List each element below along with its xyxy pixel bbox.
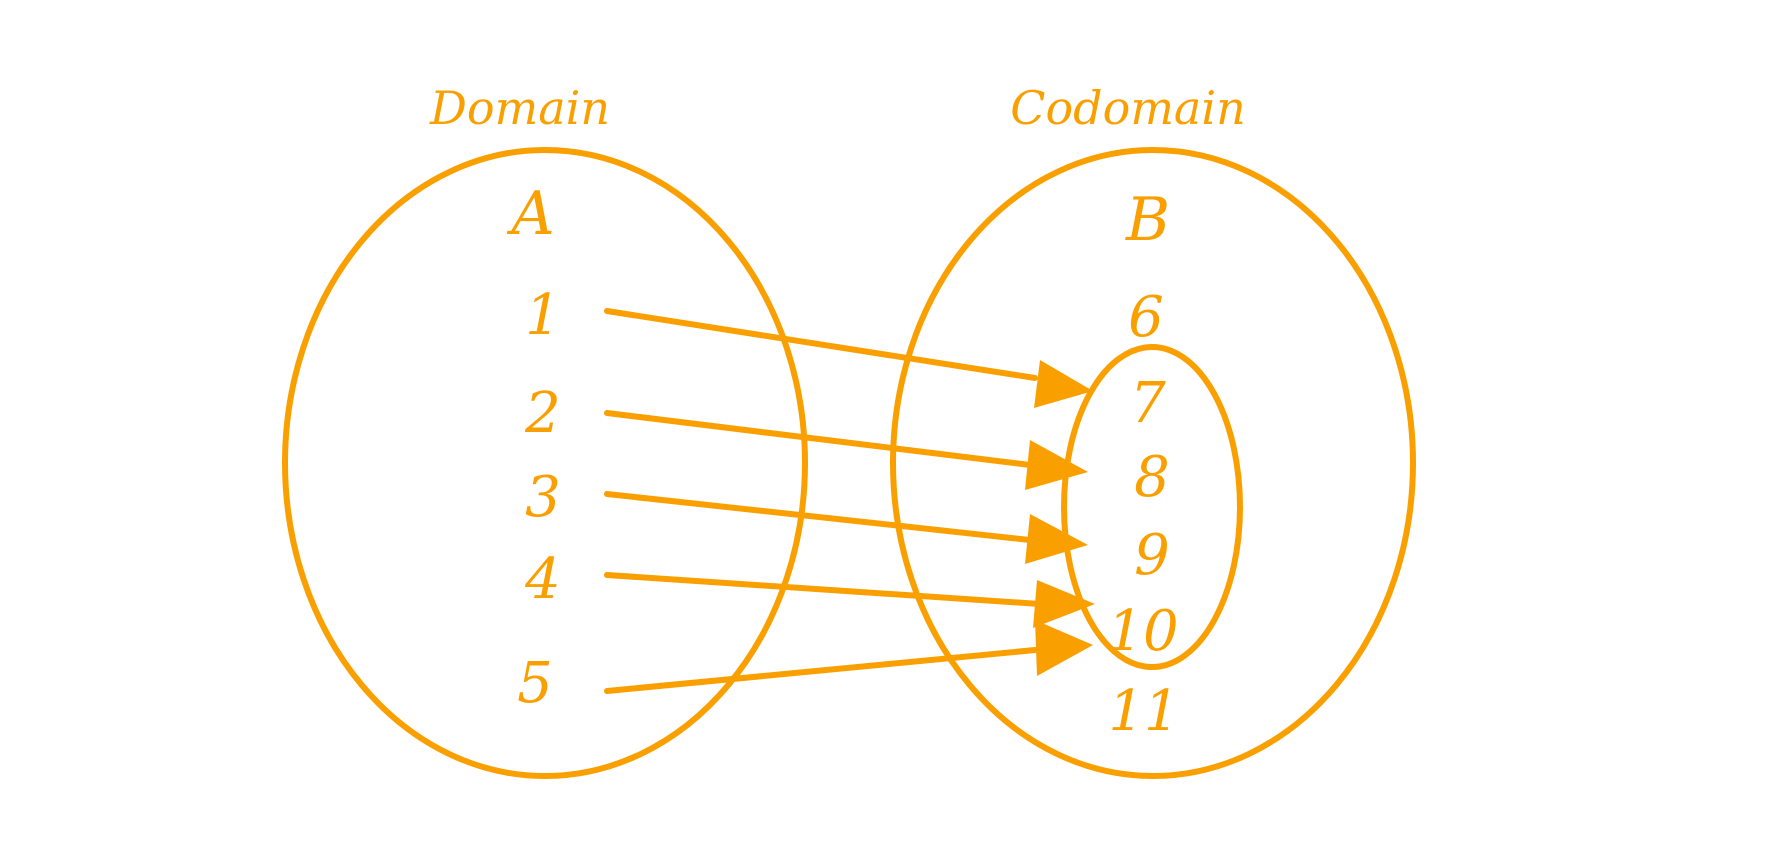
codomain-title: Codomain [1010,81,1245,135]
range-ellipse [1061,344,1243,670]
codomain-element: 6 [1128,285,1164,350]
codomain-element: 9 [1134,523,1170,588]
mapping-arrow [604,620,1093,694]
codomain-element: 11 [1108,679,1179,744]
domain-ellipse [282,147,808,779]
arrow-head [1033,580,1095,628]
arrow-head [1025,514,1088,564]
mapping-arrow [604,572,1095,628]
domain-element: 2 [524,381,561,446]
domain-element: 4 [524,547,561,612]
mapping-arrow [604,410,1088,490]
codomain-ellipse [890,147,1416,779]
arrow-head [1025,440,1088,490]
codomain-set-name: B [1125,185,1170,255]
arrow-shaft [604,647,1038,694]
domain-title: Domain [429,81,610,135]
arrow-shaft [604,308,1038,381]
domain-element: 5 [517,651,553,716]
domain-element: 1 [525,283,561,348]
mapping-arrow [604,491,1088,564]
arrow-head [1034,360,1093,408]
codomain-element: 7 [1130,371,1166,436]
codomain-element: 8 [1134,445,1170,510]
arrow-head [1035,620,1093,676]
mapping-arrow [604,308,1093,408]
arrow-shaft [604,572,1043,607]
arrow-shaft [604,410,1033,468]
codomain-element: 10 [1107,599,1178,664]
domain-element: 3 [525,465,561,530]
arrow-shaft [604,491,1033,543]
domain-set-name: A [506,179,554,249]
